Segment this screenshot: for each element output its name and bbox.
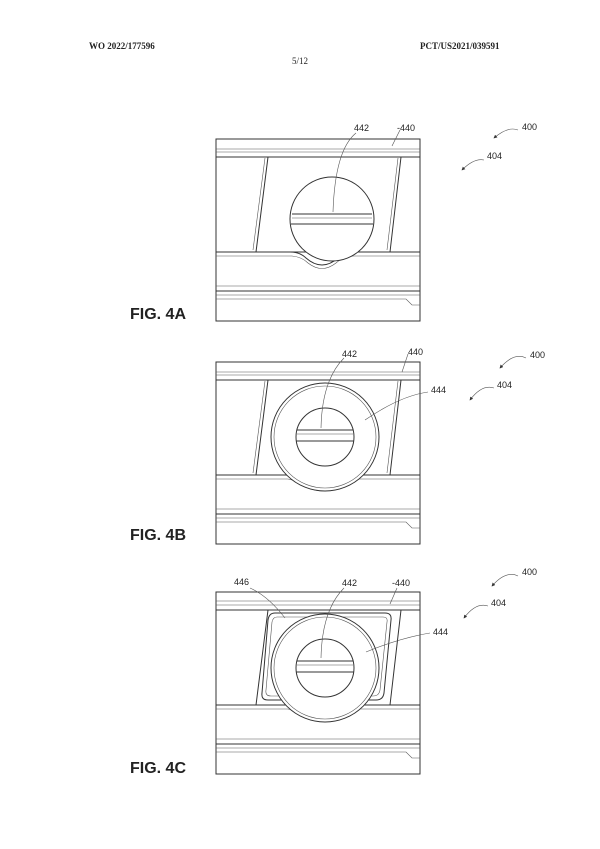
fig-4b-ref-442: 442: [342, 349, 357, 359]
fig-4a-ref-442: 442: [354, 123, 369, 133]
fig-4c-label: FIG. 4C: [130, 760, 187, 777]
fig-4b-ref-444: 444: [431, 385, 446, 395]
fig-4c-ref-440: -440: [392, 578, 410, 588]
fig-4c-ref-446: 446: [234, 577, 249, 587]
fig-4a-ref-404: 404: [487, 151, 502, 161]
fig-4c-drawing: 446 442 -440 444 400 404: [215, 567, 537, 775]
fig-4b-ref-404: 404: [497, 380, 512, 390]
page-number: 5/12: [291, 56, 308, 66]
fig-4c-ref-400: 400: [522, 567, 537, 577]
fig-4a-ref-440: -440: [397, 123, 415, 133]
fig-4b-ref-440: 440: [408, 347, 423, 357]
fig-4c-ref-442: 442: [342, 578, 357, 588]
fig-4b-label: FIG. 4B: [130, 527, 187, 544]
fig-4c-ref-444: 444: [433, 627, 448, 637]
fig-4a-label: FIG. 4A: [130, 306, 187, 323]
application-number: PCT/US2021/039591: [420, 41, 500, 51]
fig-4a-ref-400: 400: [522, 122, 537, 132]
fig-4a-drawing: 442 -440 400 404: [215, 122, 537, 322]
fig-4c-ref-404: 404: [491, 598, 506, 608]
publication-number: WO 2022/177596: [89, 41, 155, 51]
fig-4b-drawing: 442 440 444 400 404: [215, 347, 545, 545]
fig-4b-ref-400: 400: [530, 350, 545, 360]
